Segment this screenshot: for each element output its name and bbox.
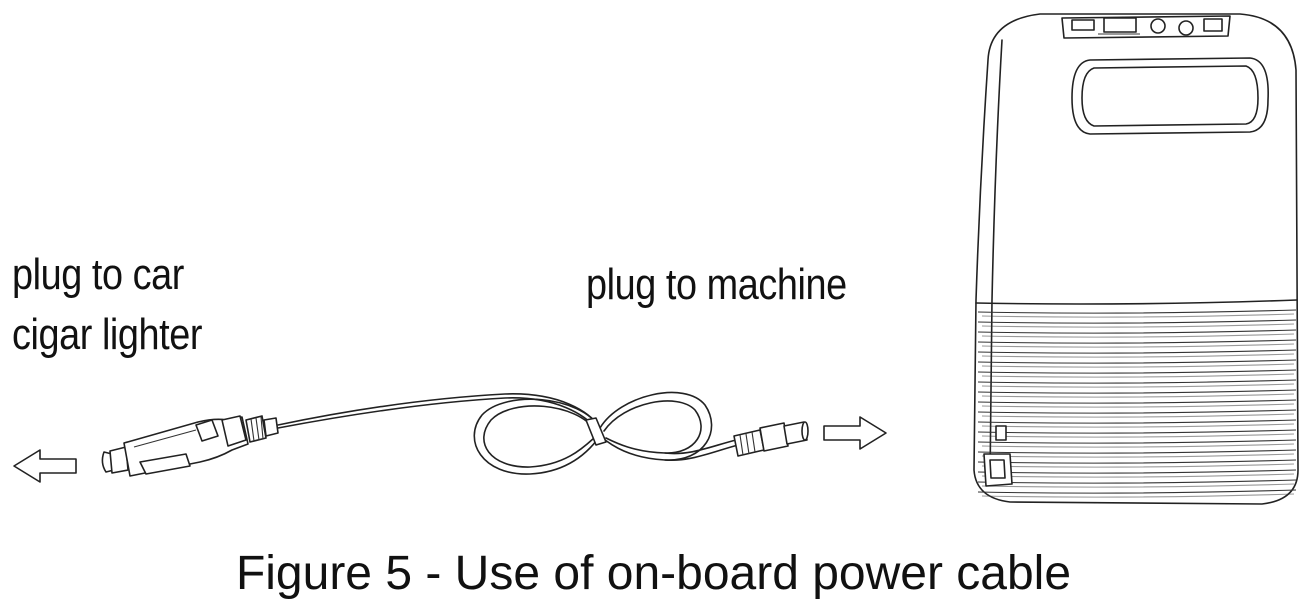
machine-rib: [977, 489, 1297, 494]
machine-rib-shadow: [981, 343, 1295, 348]
machine-rib-shadow: [981, 403, 1295, 408]
machine-rib: [977, 309, 1297, 314]
label-plug-to-machine: plug to machine: [586, 260, 847, 309]
figure-caption: Figure 5 - Use of on-board power cable: [235, 547, 1072, 600]
machine-rib: [977, 369, 1297, 374]
machine-rib: [977, 419, 1297, 424]
machine-rib-shadow: [981, 493, 1295, 498]
machine-rib: [977, 339, 1297, 344]
machine-rib: [977, 449, 1297, 454]
machine-rib: [977, 409, 1297, 414]
cigar-lighter-plug: [101, 415, 279, 477]
arrow-right-icon: [823, 416, 887, 450]
machine-rib-shadow: [981, 483, 1295, 488]
label-cigar-lighter: cigar lighter: [12, 310, 203, 359]
machine-rib-shadow: [981, 423, 1295, 428]
machine-rib: [977, 439, 1297, 444]
machine-rib: [977, 479, 1297, 484]
machine-rib-shadow: [981, 363, 1295, 368]
machine-rib-shadow: [981, 463, 1295, 468]
power-cable: [277, 391, 739, 475]
machine-rib: [977, 389, 1297, 394]
machine-rib: [977, 429, 1297, 434]
machine-rib-shadow: [981, 413, 1295, 418]
machine-rib-shadow: [981, 373, 1295, 378]
machine-rib: [977, 349, 1297, 354]
machine-rib: [977, 319, 1297, 324]
machine-rib: [977, 359, 1297, 364]
arrow-left-icon: [13, 449, 77, 483]
dc-barrel-plug: [733, 421, 809, 457]
machine-rib: [977, 329, 1297, 334]
machine-rib-shadow: [981, 323, 1295, 328]
machine-rib: [977, 459, 1297, 464]
machine-rib: [977, 399, 1297, 404]
machine-rib-shadow: [981, 473, 1295, 478]
machine-rib-shadow: [981, 393, 1295, 398]
machine-rib-shadow: [981, 453, 1295, 458]
machine-rib-shadow: [981, 333, 1295, 338]
machine-rib-shadow: [981, 313, 1295, 318]
machine-ribs: [977, 309, 1297, 498]
machine-rib: [977, 379, 1297, 384]
machine-rib-shadow: [981, 383, 1295, 388]
machine-illustration: [973, 13, 1299, 505]
machine-rib: [977, 469, 1297, 474]
label-plug-to-car: plug to car: [12, 250, 184, 299]
machine-rib-shadow: [981, 443, 1295, 448]
machine-rib-shadow: [981, 433, 1295, 438]
machine-ports: [983, 425, 1013, 487]
machine-rib-shadow: [981, 353, 1295, 358]
